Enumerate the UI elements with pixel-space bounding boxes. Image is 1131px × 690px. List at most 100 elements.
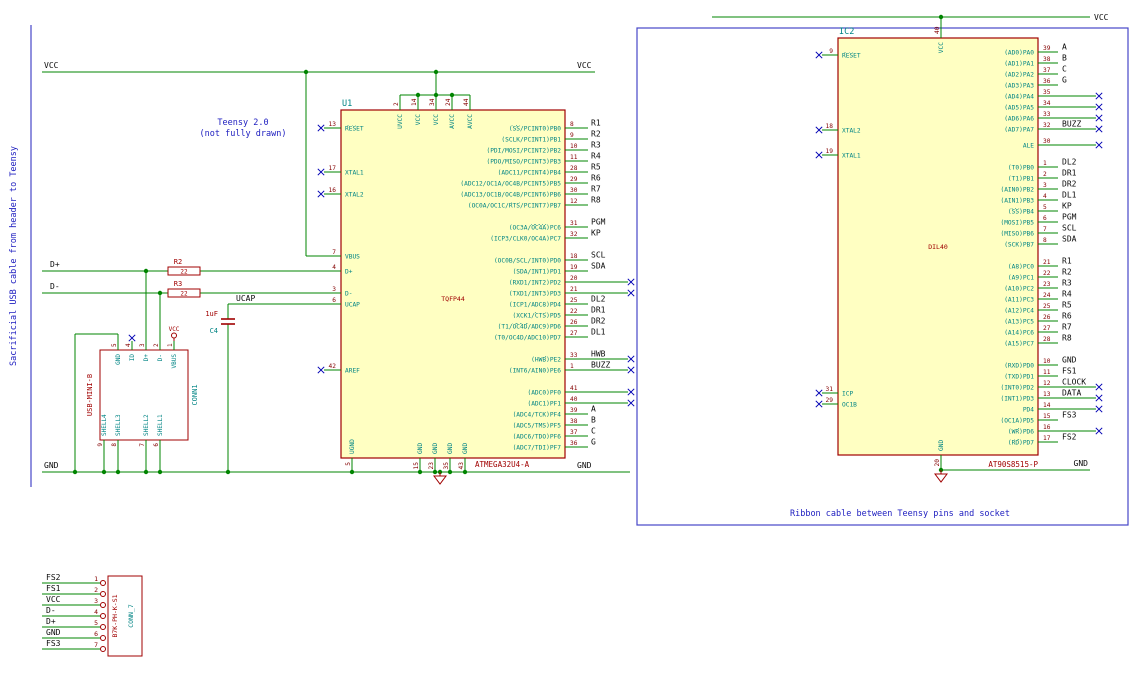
pin-name: (ADC1)PF1 bbox=[527, 400, 561, 407]
net-label: KP bbox=[1062, 202, 1072, 211]
pin-number: 14 bbox=[411, 98, 418, 106]
pin-pad bbox=[100, 602, 106, 608]
pin-number: 36 bbox=[570, 440, 578, 447]
net-label: G bbox=[1062, 76, 1067, 85]
net-label: R5 bbox=[1062, 301, 1072, 310]
pin-name: (OC0A/OC1C/RTS/PCINT7)PB7 bbox=[468, 202, 561, 209]
pin-name: (T0)PB0 bbox=[1008, 164, 1034, 171]
pin-number: 10 bbox=[570, 143, 578, 150]
junction-dot bbox=[101, 469, 107, 475]
pin-number: 3 bbox=[332, 286, 336, 293]
pin-name: UVCC bbox=[397, 114, 404, 129]
no-connect-x bbox=[627, 355, 635, 363]
pin-name: (A12)PC4 bbox=[1004, 307, 1034, 314]
pin-number: 16 bbox=[1043, 424, 1051, 431]
pin-number: 20 bbox=[934, 459, 941, 467]
net-label: R3 bbox=[591, 141, 601, 150]
capacitor-value: 1uF bbox=[205, 310, 218, 318]
ic-IC2 bbox=[837, 37, 1039, 456]
no-connect-x bbox=[317, 366, 325, 374]
pin-name: UCAP bbox=[345, 301, 360, 308]
pin-number: 3 bbox=[139, 343, 146, 347]
ground-symbol bbox=[934, 473, 948, 483]
net-label: D- bbox=[46, 606, 56, 615]
pin-number: 2 bbox=[153, 343, 160, 347]
net-label: DR1 bbox=[1062, 169, 1077, 178]
pin-name: ID bbox=[129, 354, 136, 362]
pin-name: (SDA/INT1)PD1 bbox=[513, 268, 562, 275]
pin-number: 37 bbox=[1043, 67, 1051, 74]
pin-name: SHELL3 bbox=[115, 414, 122, 436]
net-label: A bbox=[1062, 43, 1067, 52]
pin-name: D- bbox=[345, 290, 352, 297]
vcc-symbol-label: VCC bbox=[169, 326, 180, 333]
net-label: PGM bbox=[1062, 213, 1077, 222]
net-label: R1 bbox=[1062, 257, 1072, 266]
net-label: DL2 bbox=[591, 295, 606, 304]
no-connect-x bbox=[815, 126, 823, 134]
pin-name: (INT0)PD2 bbox=[1000, 384, 1034, 391]
no-connect-x bbox=[317, 124, 325, 132]
net-label: DR1 bbox=[591, 306, 606, 315]
pin-number: 18 bbox=[570, 253, 578, 260]
pin-number: 35 bbox=[1043, 89, 1051, 96]
pin-number: 23 bbox=[1043, 281, 1051, 288]
pin-name: D+ bbox=[345, 268, 353, 275]
pin-number: 13 bbox=[329, 121, 337, 128]
net-label: DL2 bbox=[1062, 158, 1077, 167]
pin-number: 1 bbox=[167, 343, 174, 347]
net-label: CLOCK bbox=[1062, 378, 1086, 387]
net-label: GND bbox=[44, 461, 59, 470]
pin-name: SHELL4 bbox=[101, 414, 108, 436]
pin-number: 27 bbox=[570, 330, 578, 337]
pin-number: 6 bbox=[1043, 215, 1047, 222]
pin-pad bbox=[100, 646, 106, 652]
pin-number: 3 bbox=[1043, 182, 1047, 189]
pin-number: 22 bbox=[570, 308, 578, 315]
pin-name: RESET bbox=[842, 52, 861, 59]
pin-name: (WR)PD6 bbox=[1008, 428, 1034, 435]
pin-number: 31 bbox=[826, 386, 834, 393]
pin-number: 34 bbox=[429, 98, 436, 106]
pin-name: (A9)PC1 bbox=[1008, 274, 1034, 281]
pin-number: 7 bbox=[94, 641, 98, 649]
no-connect-x bbox=[627, 388, 635, 396]
net-label: A bbox=[591, 405, 596, 414]
pin-number: 21 bbox=[570, 286, 578, 293]
pin-number: 9 bbox=[97, 443, 104, 447]
net-label: PGM bbox=[591, 218, 606, 227]
pin-number: 15 bbox=[1043, 413, 1051, 420]
net-label: R2 bbox=[591, 130, 601, 139]
ic-body bbox=[340, 109, 566, 459]
note-text: Teensy 2.0 bbox=[217, 118, 268, 128]
pin-name: (INT6/AIN0)PE6 bbox=[509, 367, 561, 374]
pin-number: 19 bbox=[826, 148, 834, 155]
pin-name: (A13)PC5 bbox=[1004, 318, 1034, 325]
pin-number: 2 bbox=[393, 102, 400, 106]
pin-name: (AD7)PA7 bbox=[1004, 126, 1034, 133]
net-label: FS3 bbox=[46, 639, 61, 648]
net-label: R7 bbox=[1062, 323, 1072, 332]
pin-name: (AD4)PA4 bbox=[1004, 93, 1034, 100]
pin-name: VCC bbox=[433, 114, 440, 125]
pin-number: 1 bbox=[1043, 160, 1047, 167]
pin-name: (ADC13/OC1B/OC4B/PCINT6)PB6 bbox=[460, 191, 561, 198]
pin-number: 18 bbox=[826, 123, 834, 130]
pin-name: PD4 bbox=[1023, 406, 1034, 413]
net-label: SCL bbox=[591, 251, 606, 260]
capacitor-ref: C4 bbox=[210, 327, 218, 335]
pin-number: 6 bbox=[94, 630, 98, 638]
no-connect-x bbox=[1095, 383, 1103, 391]
pin-number: 4 bbox=[1043, 193, 1047, 200]
net-label: DL1 bbox=[1062, 191, 1077, 200]
pin-number: 44 bbox=[463, 98, 470, 106]
pin-number: 34 bbox=[1043, 100, 1051, 107]
net-label: BUZZ bbox=[591, 361, 610, 370]
pin-number: 1 bbox=[94, 575, 98, 583]
junction-dot bbox=[303, 69, 309, 75]
sheet-border bbox=[636, 27, 1129, 526]
pin-pad bbox=[100, 613, 106, 619]
resistor-ref: R3 bbox=[174, 280, 182, 288]
net-label: R4 bbox=[591, 152, 601, 161]
pin-name: AVCC bbox=[449, 114, 456, 129]
